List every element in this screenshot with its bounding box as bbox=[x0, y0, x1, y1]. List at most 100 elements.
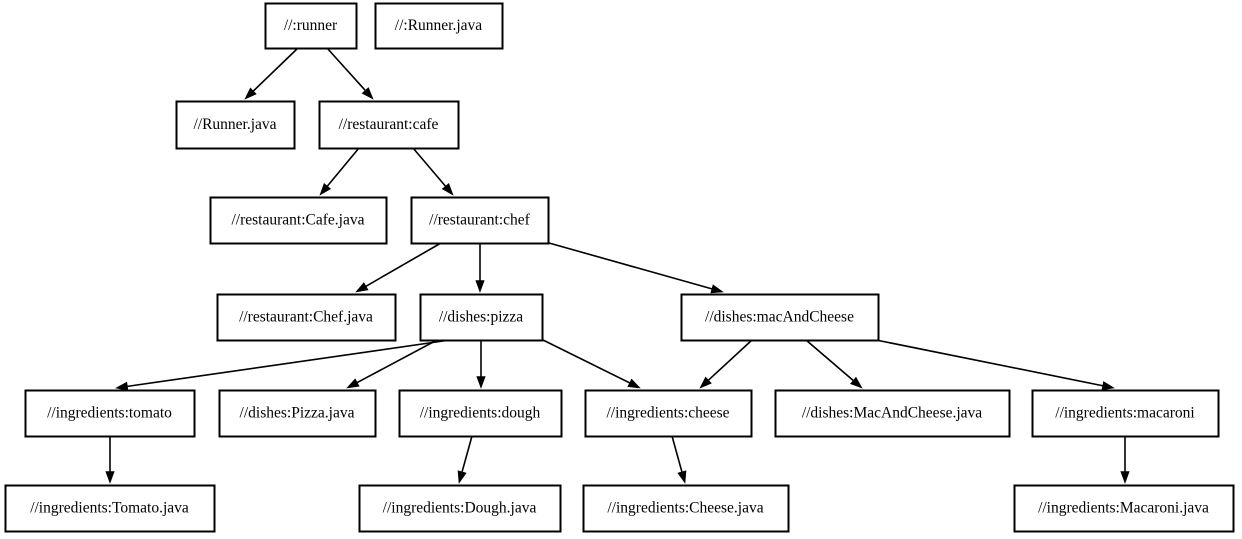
graph-node-restaurant_cafe[interactable]: //restaurant:cafe bbox=[318, 100, 460, 150]
node-box[interactable] bbox=[584, 389, 753, 438]
node-box[interactable] bbox=[264, 2, 358, 50]
graph-edge bbox=[319, 147, 360, 196]
graph-edge bbox=[346, 339, 438, 389]
graph-node-dough_java[interactable]: //ingredients:Dough.java bbox=[358, 484, 562, 533]
graph-edge bbox=[412, 147, 454, 196]
edge-line bbox=[671, 435, 683, 473]
node-label: //ingredients:Macaroni.java bbox=[1038, 500, 1209, 517]
node-label: //ingredients:tomato bbox=[47, 405, 172, 422]
edge-arrowhead bbox=[699, 376, 712, 389]
edge-line bbox=[548, 242, 713, 290]
graph-edge bbox=[1120, 436, 1130, 484]
graph-node-cafe_java[interactable]: //restaurant:Cafe.java bbox=[209, 196, 388, 245]
edge-arrowhead bbox=[441, 183, 454, 196]
node-box[interactable] bbox=[218, 389, 377, 438]
node-box[interactable] bbox=[358, 484, 562, 533]
graph-edge bbox=[244, 47, 299, 100]
edge-line bbox=[356, 339, 438, 384]
edge-line bbox=[412, 147, 447, 187]
edge-arrowhead bbox=[710, 284, 724, 294]
edge-line bbox=[252, 47, 299, 92]
edge-arrowhead bbox=[850, 376, 863, 389]
node-box[interactable] bbox=[680, 293, 880, 342]
node-box[interactable] bbox=[774, 389, 1011, 438]
graph-edge bbox=[476, 340, 486, 389]
graph-edge bbox=[805, 339, 863, 389]
graph-edge bbox=[699, 339, 753, 389]
edge-arrowhead bbox=[475, 280, 485, 293]
node-box[interactable] bbox=[175, 100, 296, 150]
edge-arrowhead bbox=[627, 378, 641, 389]
edge-arrowhead bbox=[457, 470, 467, 484]
edge-line bbox=[326, 147, 360, 187]
edge-line bbox=[461, 435, 473, 473]
graph-edge bbox=[457, 435, 473, 484]
edge-line bbox=[707, 339, 753, 381]
graph-node-mac_java[interactable]: //dishes:MacAndCheese.java bbox=[774, 389, 1011, 438]
node-layer: //:runner //:Runner.java //Runner.java //re… bbox=[4, 2, 1235, 533]
graph-node-ing_tomato[interactable]: //ingredients:tomato bbox=[24, 389, 196, 438]
graph-node-runner[interactable]: //:runner bbox=[264, 2, 358, 50]
node-label: //ingredients:Tomato.java bbox=[30, 500, 189, 517]
edge-line bbox=[805, 339, 854, 382]
edge-arrowhead bbox=[355, 282, 369, 293]
edge-arrowhead bbox=[361, 87, 374, 100]
edge-line bbox=[365, 242, 442, 287]
edge-line bbox=[127, 339, 451, 388]
node-box[interactable] bbox=[209, 196, 388, 245]
graph-node-chef_java[interactable]: //restaurant:Chef.java bbox=[216, 293, 397, 342]
node-label: //ingredients:cheese bbox=[606, 405, 729, 422]
node-label: //ingredients:macaroni bbox=[1055, 405, 1195, 422]
graph-node-dishes_pizza[interactable]: //dishes:pizza bbox=[419, 293, 544, 342]
graph-node-ing_dough[interactable]: //ingredients:dough bbox=[398, 389, 563, 438]
node-box[interactable] bbox=[1031, 389, 1220, 438]
node-label: //restaurant:cafe bbox=[339, 116, 439, 133]
edge-arrowhead bbox=[319, 182, 332, 196]
node-box[interactable] bbox=[24, 389, 196, 438]
edge-arrowhead bbox=[1101, 381, 1115, 391]
node-label: //restaurant:Chef.java bbox=[239, 309, 373, 326]
graph-node-cheese_java[interactable]: //ingredients:Cheese.java bbox=[582, 484, 790, 533]
node-box[interactable] bbox=[419, 293, 544, 342]
node-label: //ingredients:dough bbox=[420, 405, 541, 422]
graph-node-pizza_java[interactable]: //dishes:Pizza.java bbox=[218, 389, 377, 438]
node-label: //restaurant:Cafe.java bbox=[232, 212, 365, 229]
edge-line bbox=[875, 339, 1103, 387]
node-label: //:Runner.java bbox=[395, 17, 483, 34]
node-box[interactable] bbox=[582, 484, 790, 533]
edge-line bbox=[542, 339, 631, 384]
graph-node-macaroni_java[interactable]: //ingredients:Macaroni.java bbox=[1013, 484, 1235, 533]
graph-edge bbox=[475, 243, 485, 293]
graph-node-runner_java[interactable]: //Runner.java bbox=[175, 100, 296, 150]
graph-node-ing_cheese[interactable]: //ingredients:cheese bbox=[584, 389, 753, 438]
edge-arrowhead bbox=[677, 470, 687, 484]
graph-node-tomato_java[interactable]: //ingredients:Tomato.java bbox=[4, 484, 216, 533]
graph-edge bbox=[875, 339, 1115, 391]
graph-edge bbox=[326, 47, 374, 100]
node-label: //dishes:pizza bbox=[439, 309, 523, 326]
node-box[interactable] bbox=[374, 2, 504, 50]
graph-edge bbox=[355, 242, 442, 293]
graph-node-ing_macaroni[interactable]: //ingredients:macaroni bbox=[1031, 389, 1220, 438]
graph-edge bbox=[105, 436, 115, 484]
node-box[interactable] bbox=[4, 484, 216, 533]
edge-arrowhead bbox=[244, 87, 257, 100]
edge-arrowhead bbox=[476, 376, 486, 389]
node-box[interactable] bbox=[1013, 484, 1235, 533]
edge-arrowhead bbox=[105, 471, 115, 484]
node-label: //ingredients:Cheese.java bbox=[607, 500, 763, 517]
node-label: //restaurant:chef bbox=[429, 212, 531, 229]
edge-arrowhead bbox=[115, 381, 129, 391]
graph-node-dishes_mac[interactable]: //dishes:macAndCheese bbox=[680, 293, 880, 342]
graph-node-restaurant_chef[interactable]: //restaurant:chef bbox=[410, 196, 550, 245]
node-label: //Runner.java bbox=[193, 116, 276, 133]
node-box[interactable] bbox=[216, 293, 397, 342]
edge-arrowhead bbox=[1120, 471, 1130, 484]
edge-line bbox=[326, 47, 366, 91]
graph-node-runner_java_root[interactable]: //:Runner.java bbox=[374, 2, 504, 50]
node-box[interactable] bbox=[318, 100, 460, 150]
node-box[interactable] bbox=[398, 389, 563, 438]
node-box[interactable] bbox=[410, 196, 550, 245]
